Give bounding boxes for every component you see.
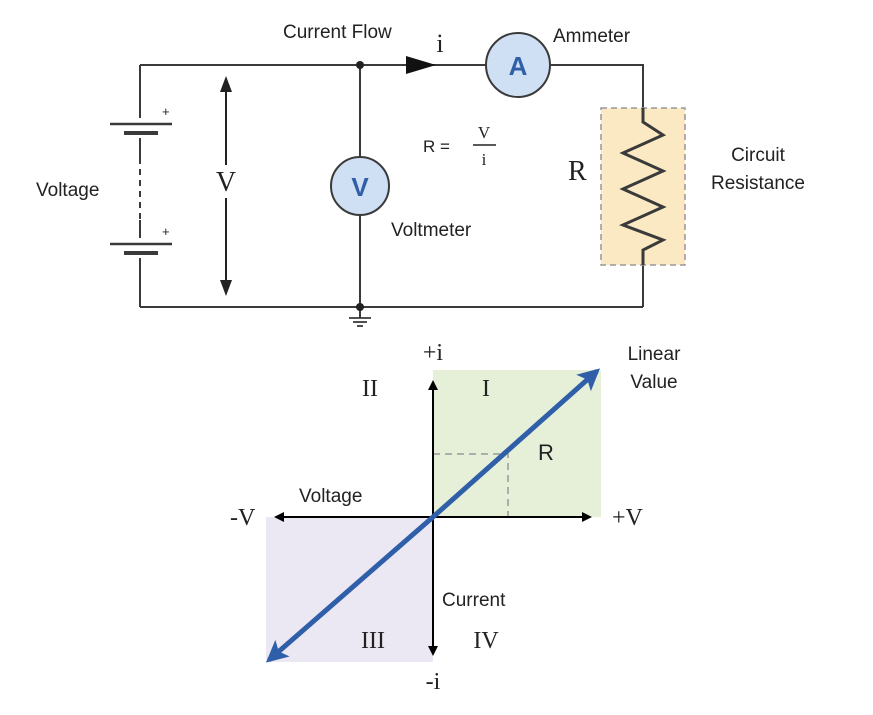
- resistor-zigzag: [619, 108, 667, 265]
- x-positive-label: +V: [612, 505, 644, 531]
- ammeter-symbol: A: [509, 51, 528, 81]
- battery-bottom-plus: +: [162, 224, 170, 239]
- resistance-label-line1: Circuit: [731, 145, 786, 166]
- voltmeter-label: Voltmeter: [391, 220, 472, 241]
- junction-dot-bottom: [356, 303, 364, 311]
- circuit: + + Voltage V Current Flow i A Ammeter V…: [36, 22, 805, 327]
- ohms-law-formula: R = V i: [423, 123, 496, 169]
- battery-top-plus: +: [162, 104, 170, 119]
- slope-reference-lines: [433, 453, 509, 517]
- graph-current-label: Current: [442, 590, 506, 611]
- resistance-label-line2: Resistance: [711, 173, 805, 194]
- top-wire-right: [550, 64, 644, 108]
- slope-r-label: R: [538, 440, 554, 465]
- graph-voltage-label: Voltage: [299, 486, 362, 507]
- voltmeter-circle: [330, 156, 390, 216]
- ground-symbol: [349, 317, 371, 327]
- formula-lhs: R =: [423, 137, 450, 156]
- current-flow-label: Current Flow: [283, 22, 392, 43]
- y-negative-label: -i: [426, 669, 441, 695]
- voltmeter-symbol: V: [351, 172, 369, 202]
- formula-numerator: V: [478, 123, 491, 142]
- resistor-box: [600, 107, 686, 266]
- current-symbol: i: [436, 29, 443, 58]
- battery-cell-top: [110, 122, 172, 135]
- resistor-symbol: R: [568, 156, 587, 187]
- linear-value-label-line2: Value: [630, 372, 677, 393]
- y-positive-label: +i: [423, 340, 444, 366]
- current-direction-arrow: [406, 56, 436, 74]
- quadrant-four-label: IV: [473, 628, 499, 654]
- voltage-symbol: V: [216, 167, 236, 198]
- formula-denominator: i: [482, 150, 487, 169]
- ammeter-label: Ammeter: [553, 26, 631, 47]
- quadrant-two-label: II: [362, 376, 378, 402]
- x-negative-label: -V: [230, 505, 256, 531]
- battery-cell-bottom: [110, 242, 172, 255]
- junction-dot-top: [356, 61, 364, 69]
- linear-resistance-line-upper: [431, 368, 600, 519]
- quadrant-one-label: I: [482, 376, 490, 402]
- voltage-label: Voltage: [36, 180, 99, 201]
- linear-value-label-line1: Linear: [628, 344, 681, 365]
- iv-graph: +i -i +V -V I II III IV R Voltage Curren…: [230, 340, 681, 695]
- linear-resistance-line-lower: [265, 515, 435, 663]
- ammeter-circle: [485, 32, 551, 98]
- quadrant-three-label: III: [361, 628, 385, 654]
- voltage-double-arrow: [220, 76, 232, 296]
